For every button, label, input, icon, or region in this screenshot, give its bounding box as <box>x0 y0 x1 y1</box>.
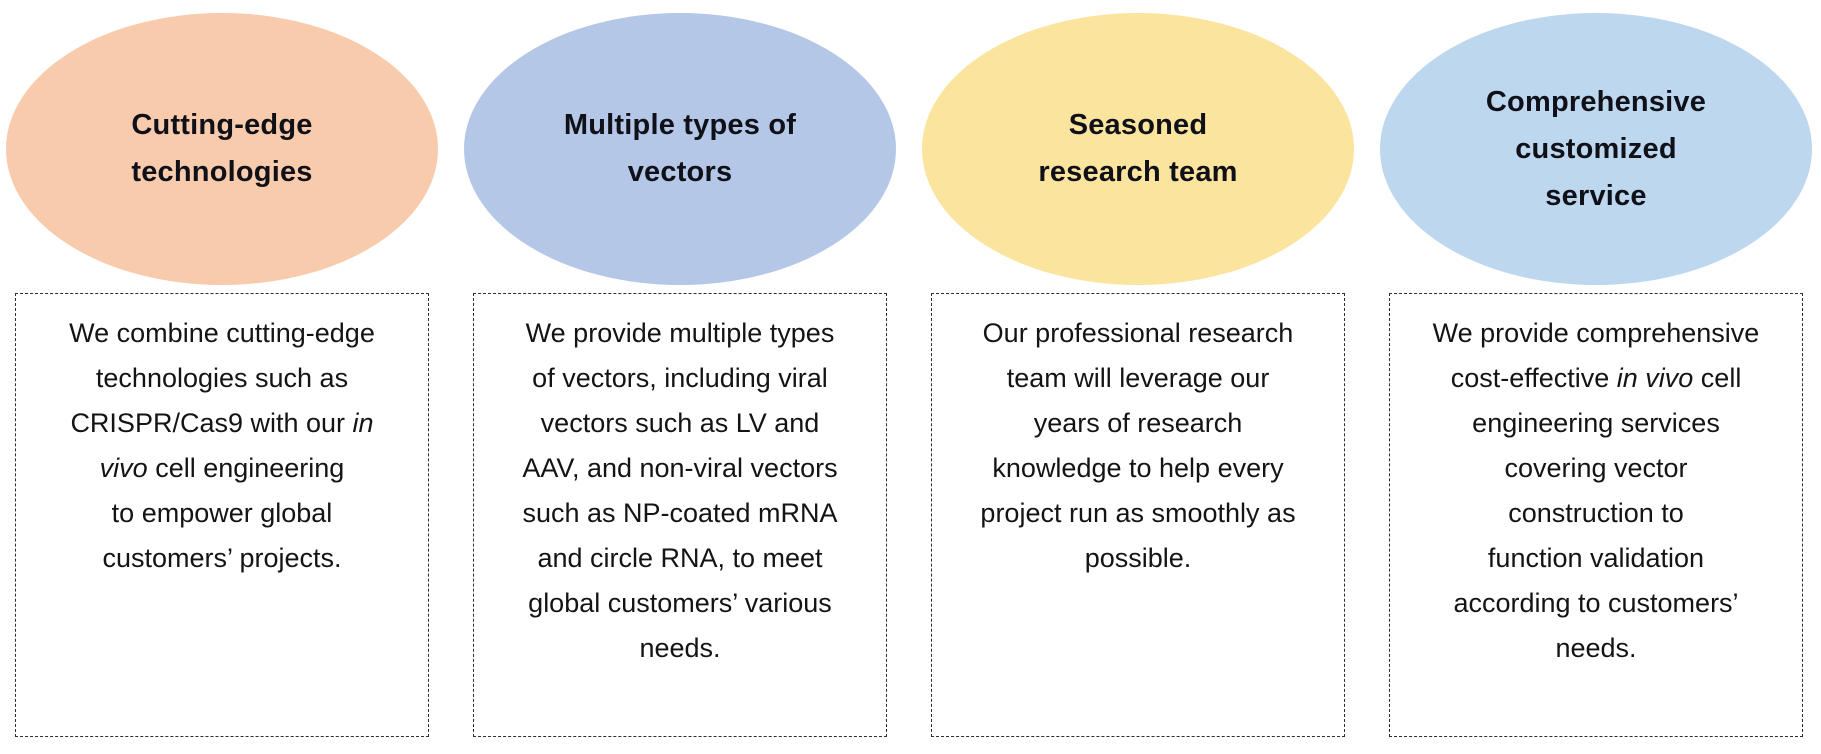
feature-title: Comprehensive customized service <box>1486 79 1706 220</box>
feature-title-line: technologies <box>131 156 313 188</box>
feature-ellipse-cutting-edge-technologies: Cutting-edge technologies <box>6 13 438 285</box>
feature-title: Cutting-edge technologies <box>131 102 312 196</box>
feature-columns: Cutting-edge technologies We combine cut… <box>6 13 1812 737</box>
feature-title-line: Seasoned <box>1068 109 1208 141</box>
feature-title-line: research team <box>1038 156 1238 188</box>
feature-title: Multiple types of vectors <box>564 102 796 196</box>
feature-column-multiple-types-of-vectors: Multiple types of vectors We provide mul… <box>464 13 896 737</box>
feature-column-seasoned-research-team: Seasoned research team Our professional … <box>922 13 1354 737</box>
feature-ellipse-seasoned-research-team: Seasoned research team <box>922 13 1354 285</box>
feature-column-cutting-edge-technologies: Cutting-edge technologies We combine cut… <box>6 13 438 737</box>
feature-ellipse-comprehensive-customized-service: Comprehensive customized service <box>1380 13 1812 285</box>
feature-title-line: Multiple types of <box>563 109 797 141</box>
feature-title-line: service <box>1545 179 1647 212</box>
feature-title-line: customized <box>1515 132 1677 165</box>
feature-ellipse-multiple-types-of-vectors: Multiple types of vectors <box>464 13 896 285</box>
feature-column-comprehensive-customized-service: Comprehensive customized service We prov… <box>1380 13 1812 737</box>
feature-title-line: vectors <box>627 156 733 188</box>
feature-title-line: Cutting-edge <box>131 109 313 141</box>
feature-title: Seasoned research team <box>1038 102 1237 196</box>
feature-title-line: Comprehensive <box>1485 85 1707 118</box>
